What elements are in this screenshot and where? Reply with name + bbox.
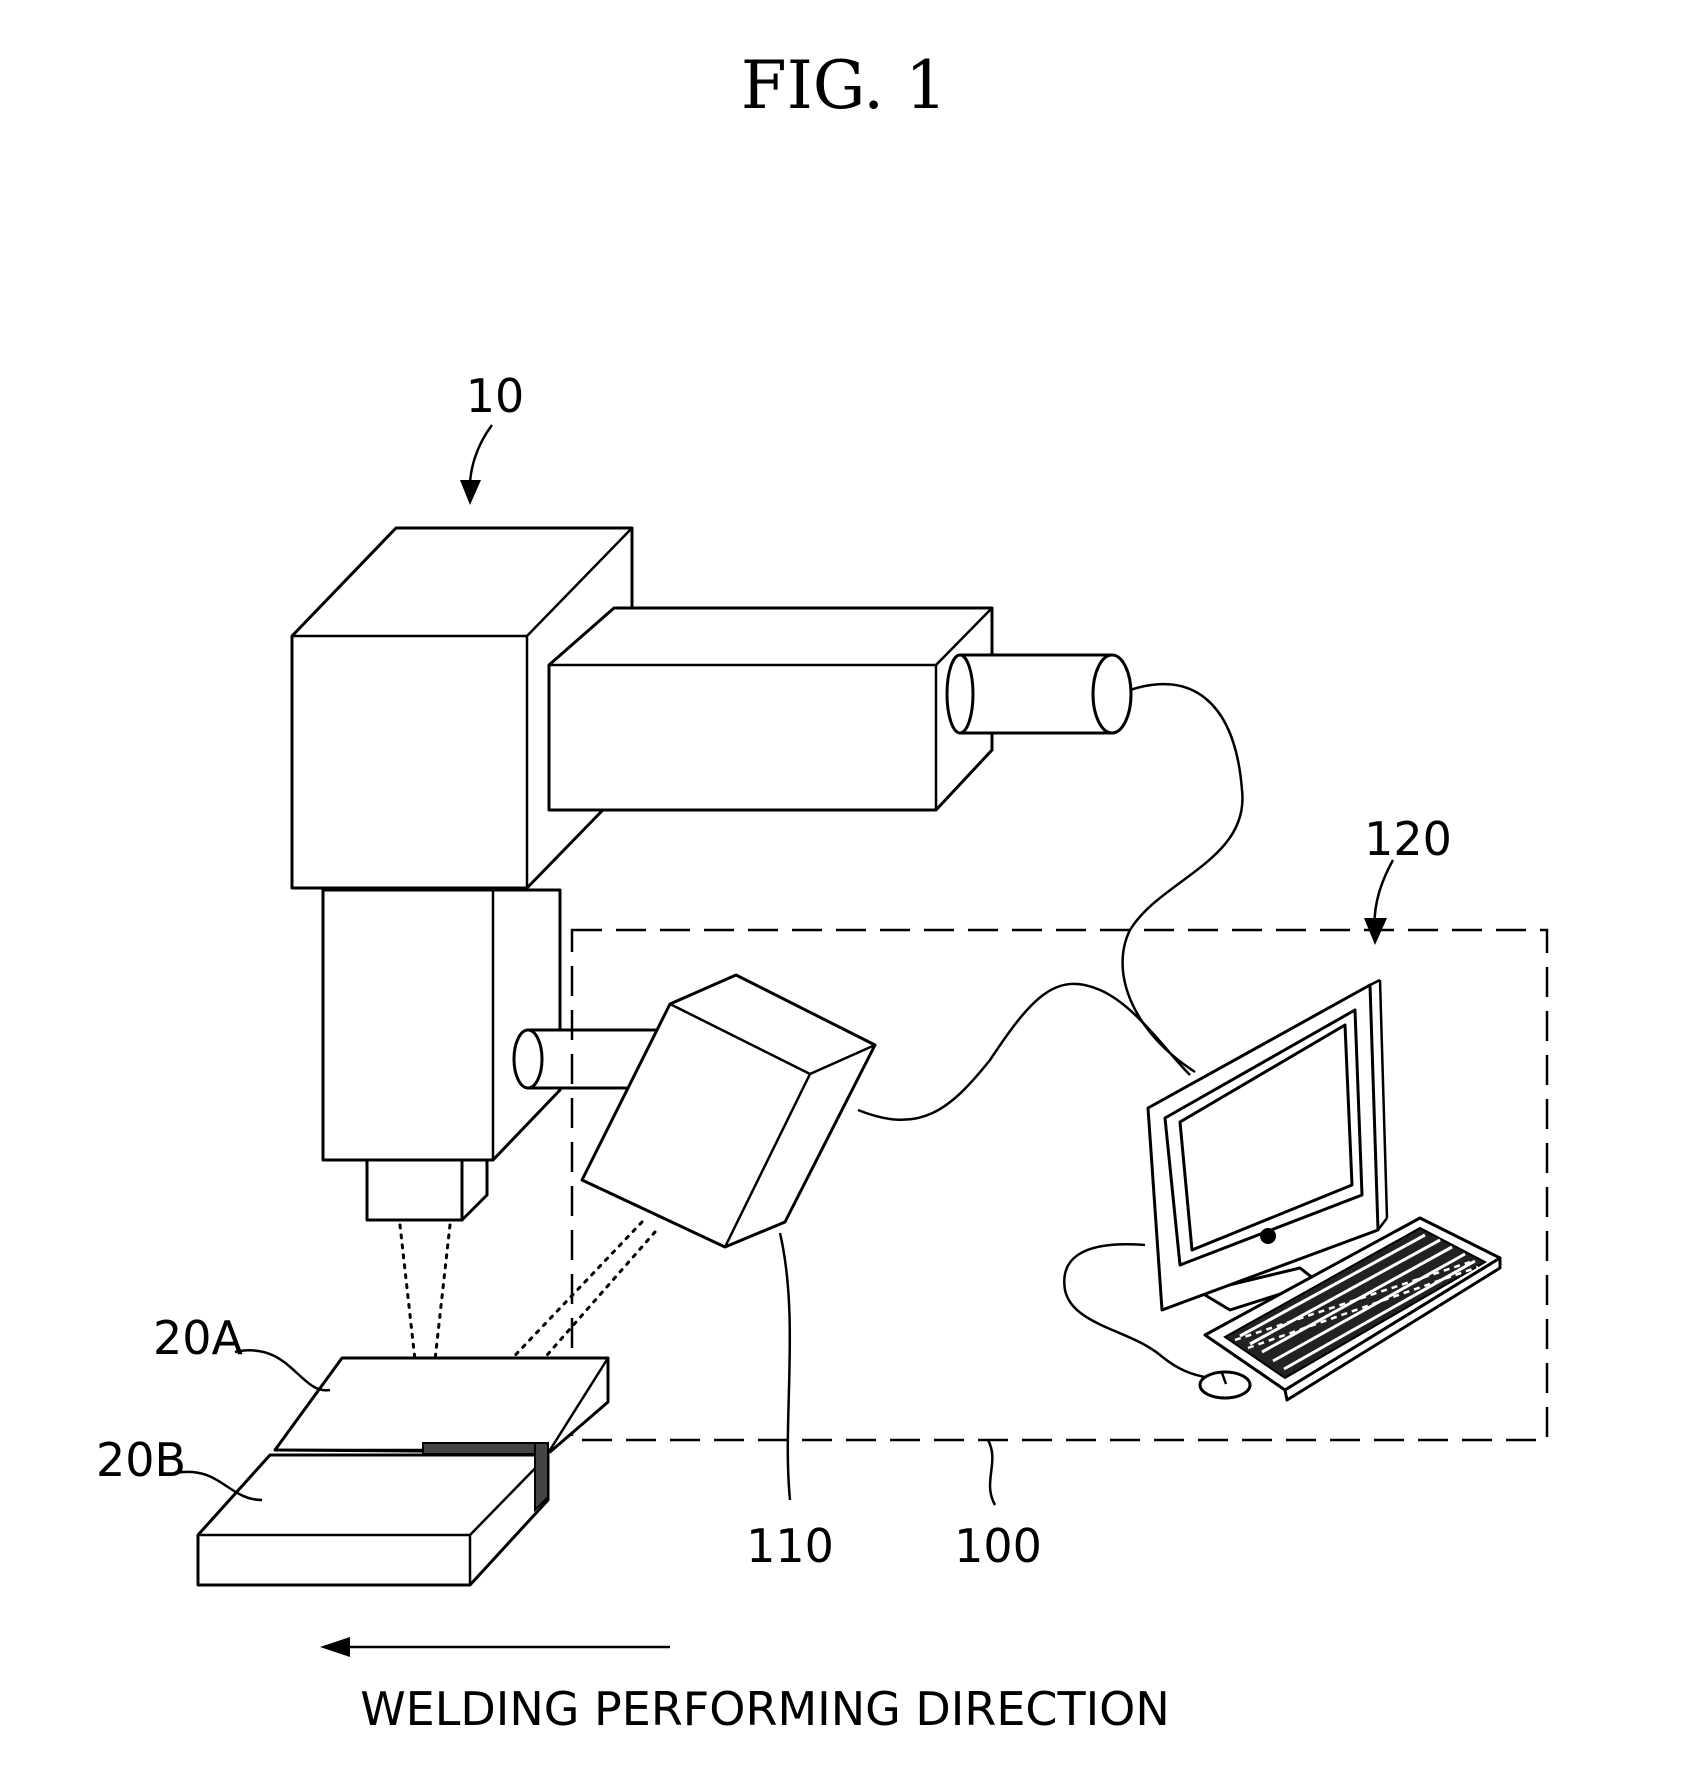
laser-source-cylinder [947, 655, 1131, 733]
label-100: 100 [954, 1519, 1042, 1573]
direction-caption: WELDING PERFORMING DIRECTION [360, 1682, 1170, 1736]
label-110: 110 [746, 1519, 834, 1573]
leader-20a [235, 1350, 330, 1390]
computer [1148, 980, 1500, 1400]
label-20a: 20A [153, 1311, 244, 1365]
welding-head-arm [549, 608, 992, 810]
cable-laser-to-computer [1123, 684, 1243, 1072]
leader-120 [1364, 860, 1393, 945]
label-10: 10 [466, 369, 525, 423]
label-120: 120 [1364, 812, 1452, 866]
cable-sensor-to-computer [858, 984, 1190, 1120]
welding-nozzle [367, 1160, 487, 1220]
vision-sensor [582, 975, 875, 1247]
leader-100 [988, 1440, 995, 1505]
workpiece-20b [198, 1455, 548, 1585]
leader-110 [780, 1233, 790, 1500]
direction-arrow [320, 1637, 670, 1657]
label-20b: 20B [96, 1433, 186, 1487]
welding-head-column [323, 890, 560, 1160]
mouse [1200, 1372, 1250, 1398]
figure-title: FIG. 1 [741, 47, 947, 124]
power-button-icon [1260, 1228, 1276, 1244]
workpiece-20a [275, 1358, 608, 1452]
leader-10 [460, 425, 492, 505]
